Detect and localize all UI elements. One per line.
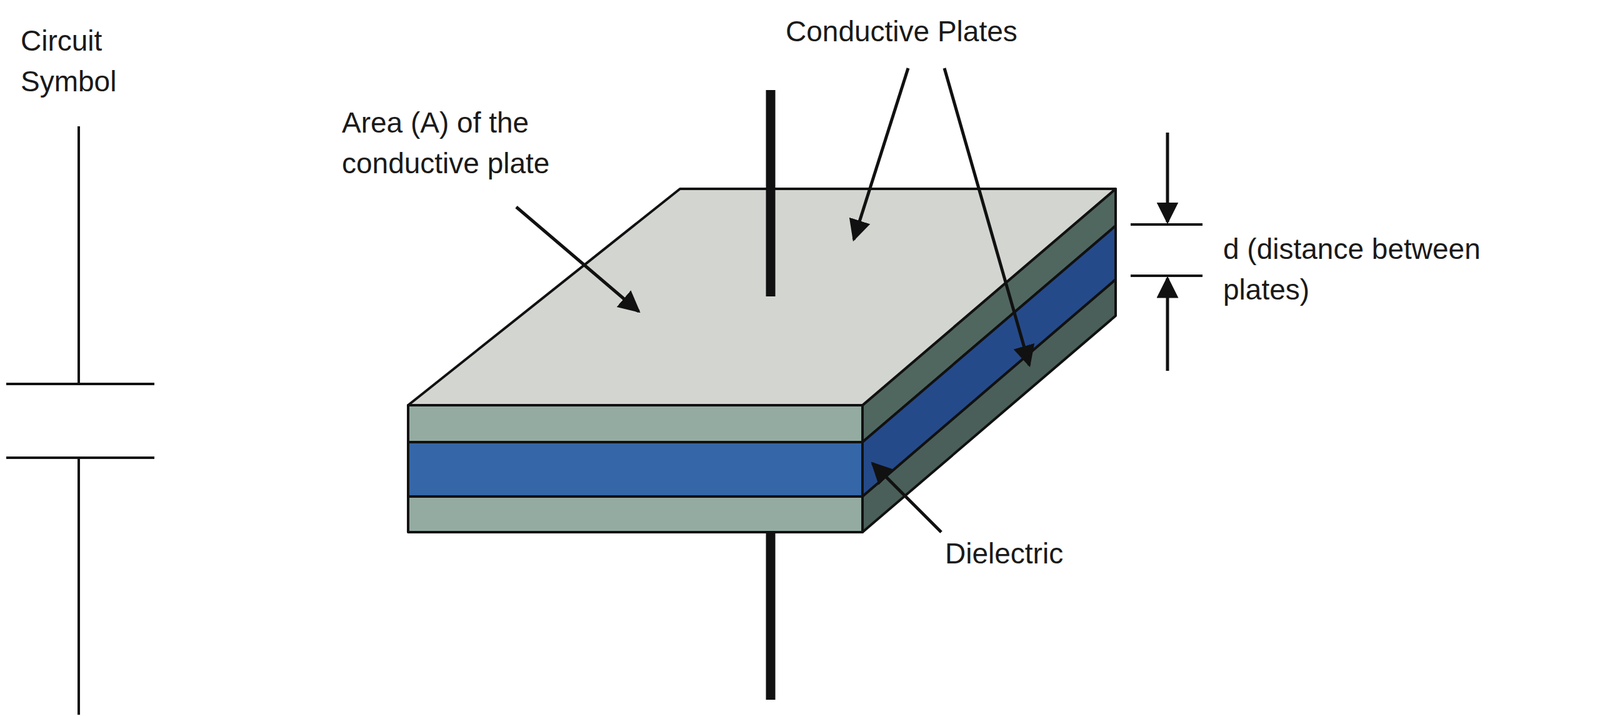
- capacitor-symbol: [6, 126, 155, 715]
- dimension-label: d (distance between plates): [1223, 228, 1536, 310]
- leader-lines: [516, 68, 1168, 532]
- terminal-lead: [766, 531, 776, 700]
- symbol-caption: Circuit Symbol: [20, 20, 165, 102]
- part-label: Conductive Plates: [785, 11, 1111, 52]
- parallel-plate-capacitor: [408, 188, 1116, 532]
- terminal-lead: [766, 90, 776, 297]
- dimension-lines: [1130, 224, 1203, 276]
- part-label: Dielectric: [945, 533, 1195, 574]
- part-label: Area (A) of the conductive plate: [341, 102, 617, 184]
